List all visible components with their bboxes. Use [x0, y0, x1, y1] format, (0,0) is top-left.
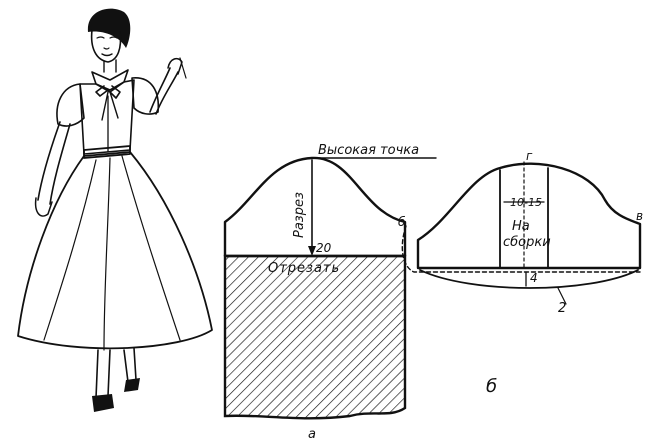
high-point-label: Высокая точка: [318, 143, 419, 158]
skirt: [17, 151, 213, 350]
right-sleeve: [131, 77, 160, 115]
neck: [103, 59, 117, 73]
line-2-label: 2: [558, 301, 566, 316]
dashed-connector: [401, 225, 641, 273]
value-10-15-label: 10-15: [510, 196, 542, 209]
left-arm: [37, 121, 71, 205]
cut-off-region: [223, 254, 407, 420]
right-shoe: [124, 378, 140, 392]
woman-illustration: [17, 8, 213, 412]
sleeve-outer-outline: [416, 162, 642, 270]
value-20-label: 20: [316, 241, 332, 255]
gather-label-top: На: [512, 219, 530, 234]
hair: [87, 8, 131, 48]
point-v-label: в: [636, 209, 643, 223]
lower-curve: [419, 269, 639, 289]
panel-a-label: а: [308, 427, 316, 442]
legs: [95, 347, 137, 399]
left-spread-piece: [417, 169, 501, 269]
collar: [91, 69, 129, 91]
panel-b-label: б: [486, 376, 497, 397]
right-spread-piece: [547, 167, 641, 269]
cut-off-label: Отрезать: [268, 261, 340, 276]
panel-a: [223, 156, 437, 420]
gather-label-bottom: сборки: [503, 235, 551, 250]
right-arm: [149, 67, 179, 115]
value-4-label: 4: [530, 271, 538, 285]
slit-label: Разрез: [292, 192, 307, 238]
left-shoe: [92, 394, 114, 412]
bodice: [79, 79, 135, 155]
point-b-label: б: [398, 215, 406, 229]
point-g-label: г: [526, 149, 533, 163]
left-sleeve: [56, 83, 85, 127]
sleeve-cap-outline: [223, 156, 407, 258]
face: [90, 29, 122, 63]
panel-b: [401, 161, 642, 305]
slit-arrow: [308, 246, 316, 256]
